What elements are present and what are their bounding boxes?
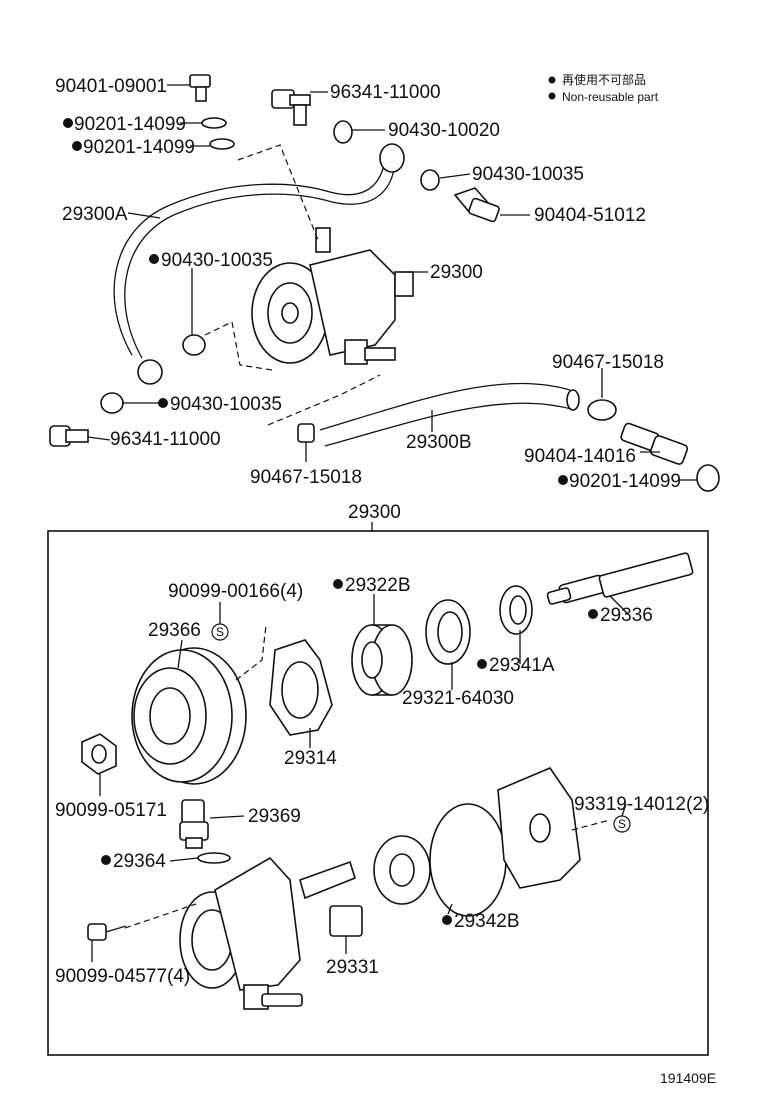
label-90404-51012: 90404-51012 xyxy=(534,205,646,226)
box-title: 29300 xyxy=(348,502,401,523)
label-90430-10035-b: 90430-10035 xyxy=(161,250,273,271)
label-90430-10035-c: 90430-10035 xyxy=(170,394,282,415)
rotor xyxy=(373,835,431,905)
nut xyxy=(81,733,117,775)
label-90467-15018-right: 90467-15018 xyxy=(552,352,664,373)
label-29300a: 29300A xyxy=(62,204,128,225)
lower-labels: 90099-00166(4) 29322B 29366 29336 29341A… xyxy=(55,575,709,987)
label-29336: 29336 xyxy=(600,605,653,626)
s-mark-1: S xyxy=(216,625,224,639)
washer-10020 xyxy=(333,120,353,144)
drain-bolt xyxy=(189,74,211,102)
label-29321-64030: 29321-64030 xyxy=(402,688,514,709)
washer-10035-right xyxy=(420,169,440,191)
hose-eye-top xyxy=(379,143,405,173)
label-29342b: 29342B xyxy=(454,911,520,932)
label-29322b: 29322B xyxy=(345,575,411,596)
s-mark-2: S xyxy=(618,817,626,831)
washer-left-1 xyxy=(182,334,206,356)
label-29314: 29314 xyxy=(284,748,337,769)
end-plate xyxy=(497,767,581,889)
label-90099-05171: 90099-05171 xyxy=(55,800,167,821)
hose-clip-left xyxy=(297,423,315,443)
label-90201-14099-c: 90201-14099 xyxy=(569,471,681,492)
label-90404-14016: 90404-14016 xyxy=(524,446,636,467)
label-90430-10020: 90430-10020 xyxy=(388,120,500,141)
vanes xyxy=(299,860,363,937)
label-90401-09001: 90401-09001 xyxy=(55,76,167,97)
label-29341a: 29341A xyxy=(489,655,555,676)
large-o-ring xyxy=(429,803,507,917)
upper-drawing xyxy=(49,74,720,492)
label-90099-04577: 90099-04577(4) xyxy=(55,966,190,987)
label-90467-15018-left: 90467-15018 xyxy=(250,467,362,488)
union-14016 xyxy=(620,422,689,465)
flange-plate xyxy=(269,639,333,736)
label-96341-11000-top: 96341-11000 xyxy=(330,82,441,103)
pump-housing xyxy=(179,856,303,1010)
label-90099-00166: 90099-00166(4) xyxy=(168,581,303,602)
upper-leaders xyxy=(87,84,698,481)
hose-eye-bottom xyxy=(137,359,163,385)
union-bolt-top xyxy=(271,89,311,126)
label-29300b: 29300B xyxy=(406,432,472,453)
check-valve-fitting xyxy=(179,799,209,849)
upper-labels: 90401-09001 90201-14099 90201-14099 2930… xyxy=(55,76,681,492)
gasket-2 xyxy=(209,138,235,150)
label-29369: 29369 xyxy=(248,806,301,827)
gasket-14099-right xyxy=(696,464,720,492)
washer-left-2 xyxy=(100,392,124,414)
label-93319-14012: 93319-14012(2) xyxy=(574,794,709,815)
label-90201-14099-b: 90201-14099 xyxy=(83,137,195,158)
vacuum-pump-assembly xyxy=(251,227,414,365)
label-29366: 29366 xyxy=(148,620,201,641)
label-90201-14099-a: 90201-14099 xyxy=(74,114,186,135)
label-90430-10035-a: 90430-10035 xyxy=(472,164,584,185)
housing-bolt xyxy=(87,923,127,941)
lower-drawing xyxy=(81,552,694,1010)
exploded-view-box xyxy=(47,530,709,1056)
o-ring xyxy=(197,852,231,864)
label-29364: 29364 xyxy=(113,851,166,872)
drive-shaft xyxy=(546,552,694,605)
s-marks: S S xyxy=(211,623,631,833)
lower-leaders xyxy=(91,594,629,962)
label-96341-11000-bottom: 96341-11000 xyxy=(110,429,221,450)
legend-en: Non-reusable part xyxy=(562,90,659,104)
figure-code: 191409E xyxy=(660,1070,716,1086)
legend-jp: 再使用不可部品 xyxy=(562,72,646,87)
gasket-1 xyxy=(201,117,227,129)
legend: 再使用不可部品 Non-reusable part xyxy=(548,72,659,104)
pulley xyxy=(131,647,247,785)
label-29300: 29300 xyxy=(430,262,483,283)
union-fitting xyxy=(453,187,500,223)
label-29331: 29331 xyxy=(326,957,379,978)
bearing xyxy=(351,624,413,696)
union-bolt-bottom xyxy=(49,425,89,447)
hose-clip-right xyxy=(587,399,617,421)
